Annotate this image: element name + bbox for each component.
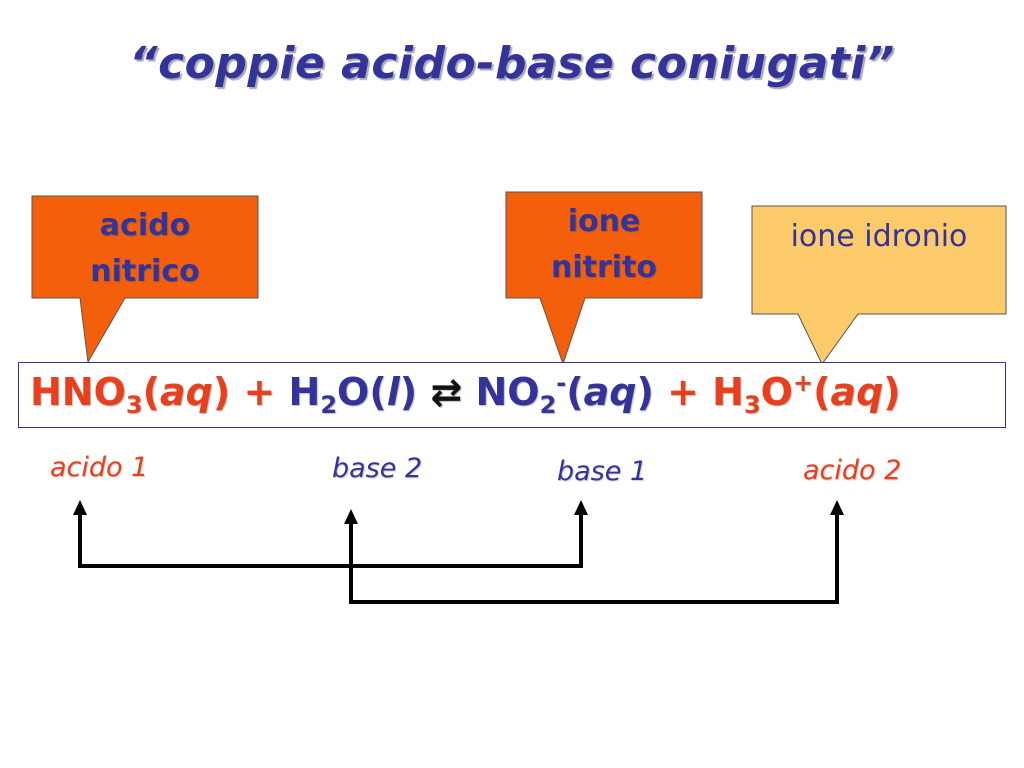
label-acido-1: acido 1 bbox=[50, 452, 149, 483]
h3o-h: H bbox=[712, 370, 744, 414]
connector-base2-acido2 bbox=[349, 512, 839, 604]
hno3-formula: HNO3(aq) bbox=[30, 370, 231, 417]
hno3-state-close: ) bbox=[212, 370, 231, 414]
callout-acido-nitrico-line2: nitrico bbox=[90, 254, 200, 289]
h3o-state-open: ( bbox=[813, 370, 831, 414]
callout-ione-idronio-shape bbox=[751, 205, 1007, 365]
hno3-subscript: 3 bbox=[125, 391, 143, 419]
hno3-main: HNO bbox=[30, 370, 126, 414]
no2-state-close: ) bbox=[636, 370, 654, 414]
h3o-subscript: 3 bbox=[743, 391, 761, 419]
label-acido-2: acido 2 bbox=[803, 455, 902, 486]
h2o-state-close: ) bbox=[399, 370, 418, 414]
callout-acido-nitrico-shape bbox=[31, 195, 259, 364]
hno3-state: aq bbox=[160, 370, 213, 414]
chemical-equation: HNO3(aq) + H2O(l) ⇄ NO2-(aq) + H3O+(aq) bbox=[30, 369, 901, 417]
arrowhead-base-2-icon bbox=[344, 509, 358, 524]
callout-ione-nitrito-line1: ione bbox=[567, 204, 641, 239]
callout-acido-nitrico-line1: acido bbox=[99, 208, 191, 243]
callout-ione-idronio: ione idronio bbox=[752, 214, 1006, 260]
h2o-h: H bbox=[288, 370, 321, 414]
plus-sign-1: + bbox=[243, 370, 276, 414]
callout-ione-nitrito-line2: nitrito bbox=[550, 250, 657, 285]
no2-formula: NO2-(aq) bbox=[475, 369, 654, 417]
h2o-state: l bbox=[386, 370, 400, 414]
h3o-o: O bbox=[760, 370, 793, 414]
callout-ione-nitrito: ione nitrito bbox=[506, 199, 702, 291]
h3o-state: aq bbox=[830, 370, 884, 414]
label-base-1: base 1 bbox=[557, 456, 648, 487]
connector-acido1-base1 bbox=[78, 512, 583, 568]
h2o-subscript: 2 bbox=[320, 391, 338, 419]
no2-state-open: ( bbox=[566, 370, 584, 414]
h3o-formula: H3O+(aq) bbox=[712, 369, 901, 417]
h2o-o: O bbox=[337, 370, 370, 414]
no2-state: aq bbox=[583, 370, 637, 414]
no2-superscript: - bbox=[556, 369, 567, 397]
callout-ione-nitrito-shape bbox=[505, 191, 703, 366]
label-base-2: base 2 bbox=[332, 453, 423, 484]
slide-title: “coppie acido-base coniugati” bbox=[129, 38, 895, 89]
h3o-superscript: + bbox=[792, 369, 814, 397]
hno3-state-open: ( bbox=[142, 370, 160, 414]
arrowhead-base-1-icon bbox=[574, 500, 588, 515]
callout-ione-idronio-text: ione idronio bbox=[790, 219, 968, 254]
no2-main: NO bbox=[475, 370, 540, 414]
arrowhead-acido-2-icon bbox=[830, 500, 844, 515]
equation-box bbox=[18, 362, 1006, 428]
callout-acido-nitrico: acido nitrico bbox=[32, 203, 258, 295]
plus-sign-2: + bbox=[667, 370, 699, 414]
h3o-state-close: ) bbox=[883, 370, 901, 414]
arrowhead-acido-1-icon bbox=[73, 500, 87, 515]
equilibrium-arrow-icon: ⇄ bbox=[430, 370, 463, 414]
h2o-formula: H2O(l) bbox=[288, 370, 418, 417]
no2-subscript: 2 bbox=[539, 391, 557, 419]
h2o-state-open: ( bbox=[369, 370, 387, 414]
